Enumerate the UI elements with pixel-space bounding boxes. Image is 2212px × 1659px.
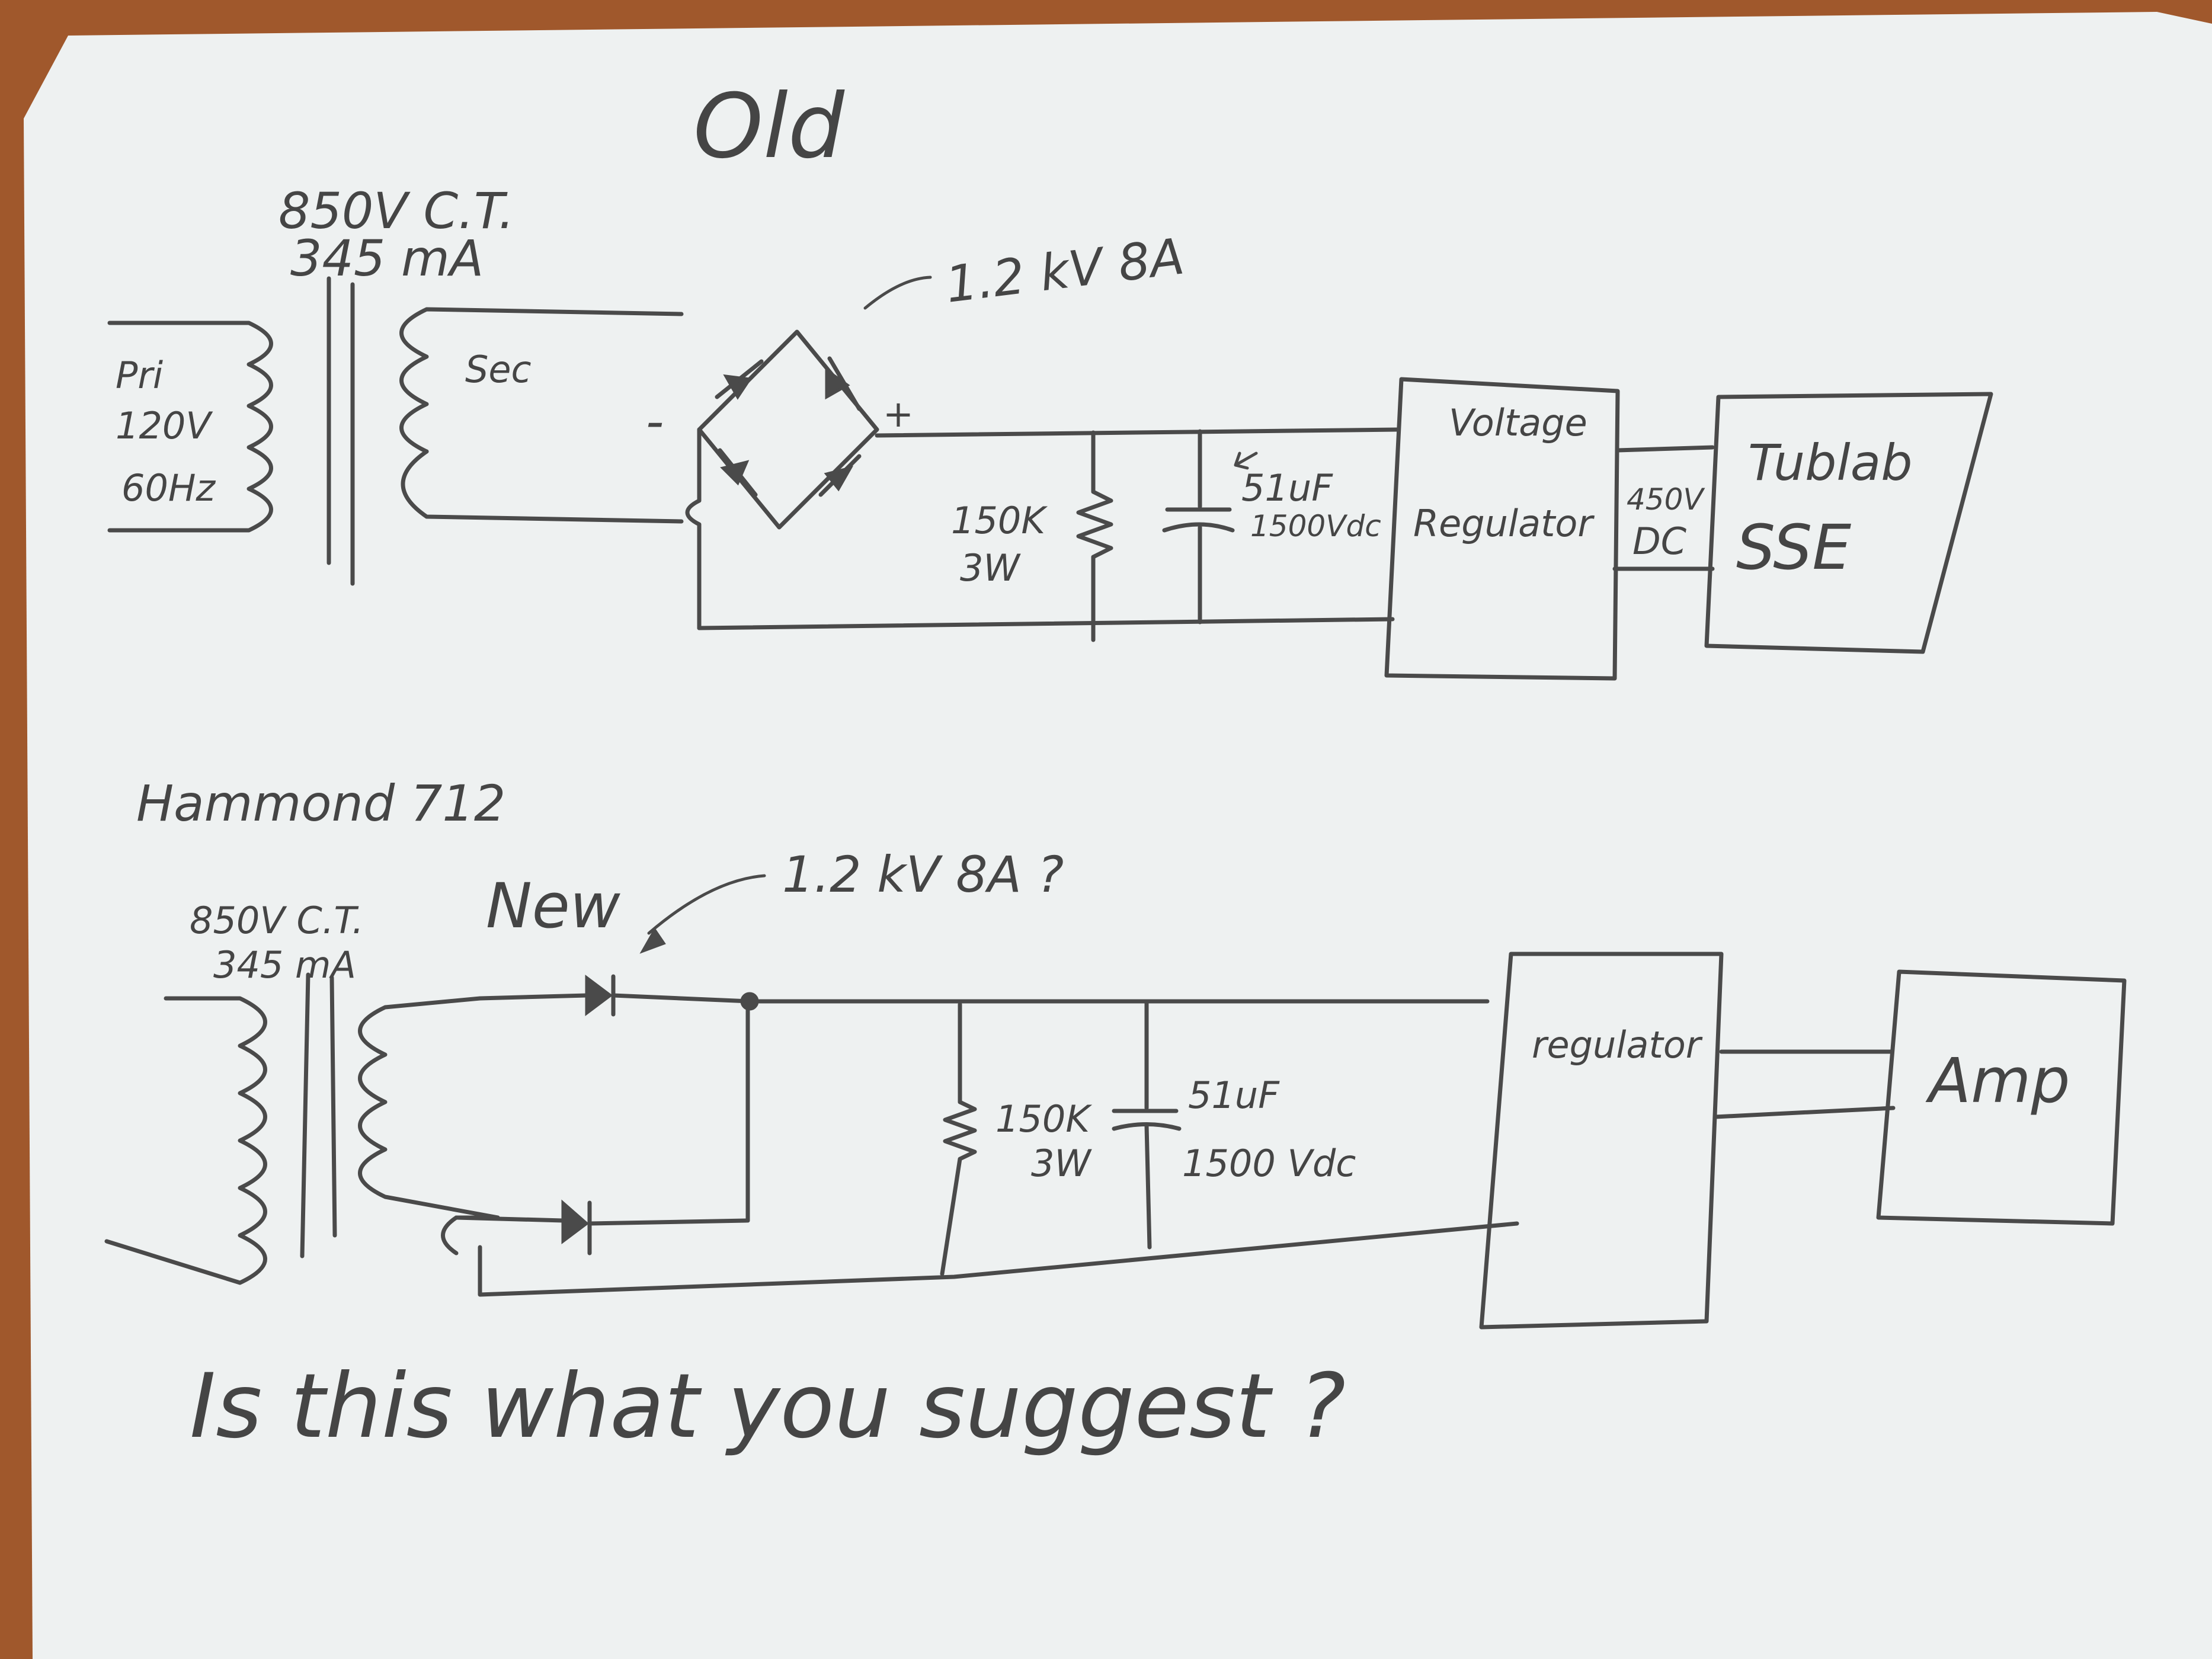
old-output-label-1: 450V — [1627, 482, 1705, 517]
new-bleeder-resistor — [940, 1002, 977, 1276]
old-transformer-core — [326, 276, 355, 586]
new-amp-box — [1876, 969, 2127, 1226]
new-transformer-rating-1: 850V C.T. — [190, 899, 364, 942]
old-transformer-rating-2: 345 mA — [290, 229, 484, 287]
new-output-lines — [1713, 1049, 1896, 1119]
new-resistor-label-1: 150K — [995, 1097, 1092, 1141]
new-title: New — [486, 870, 621, 942]
old-bridge-rectifier — [685, 276, 932, 630]
old-primary-coil — [107, 321, 273, 533]
new-resistor-label-2: 3W — [1031, 1142, 1092, 1185]
old-ground-rail — [697, 617, 1395, 630]
diode-symbol — [825, 356, 862, 411]
new-regulator-label: regulator — [1532, 1023, 1703, 1066]
old-positive-rail — [875, 427, 1401, 438]
new-secondary-coil — [358, 996, 500, 1220]
old-plus-label: + — [883, 392, 914, 435]
old-resistor-label-2: 3W — [960, 546, 1021, 590]
old-regulator-label-2: Regulator — [1413, 502, 1595, 545]
old-secondary-coil — [399, 307, 684, 524]
old-capacitor-label-2: 1500Vdc — [1250, 509, 1381, 543]
old-regulator-label-1: Voltage — [1449, 401, 1587, 444]
new-circuit — [104, 874, 2127, 1330]
diode-symbol — [718, 448, 758, 497]
old-secondary-label: Sec — [465, 348, 532, 391]
new-transformer-model: Hammond 712 — [136, 774, 505, 832]
diode-symbol — [715, 359, 764, 400]
paper-sheet — [24, 12, 2212, 1659]
diode-symbol — [818, 454, 862, 497]
new-capacitor-label-2: 1500 Vdc — [1182, 1142, 1356, 1185]
old-circuit — [107, 276, 1993, 681]
old-primary-label-2: 120V — [116, 404, 213, 447]
old-primary-label-1: Pri — [116, 354, 163, 397]
old-capacitor-label-1: 51uF — [1241, 466, 1333, 510]
old-resistor-label-1: 150K — [951, 499, 1048, 542]
new-transformer-core — [300, 972, 337, 1258]
old-load-box — [1704, 392, 1993, 654]
old-output-label-2: DC — [1632, 520, 1687, 563]
old-title: Old — [693, 75, 845, 178]
old-filter-capacitor — [1162, 429, 1258, 624]
question-text: Is this what you suggest ? — [190, 1355, 1346, 1458]
new-bottom-diode — [441, 999, 750, 1256]
old-bleeder-resistor — [1076, 430, 1113, 642]
new-capacitor-label-1: 51uF — [1188, 1074, 1280, 1117]
old-minus-label: - — [646, 392, 664, 450]
new-ground-rail — [478, 1221, 1519, 1297]
old-transformer-rating-1: 850V C.T. — [278, 182, 514, 240]
old-output-lines — [1612, 445, 1715, 571]
old-primary-label-3: 60Hz — [121, 466, 216, 510]
new-primary-coil — [104, 996, 267, 1285]
old-load-label-1: Tublab — [1748, 434, 1913, 492]
new-amp-label: Amp — [1925, 1045, 2070, 1117]
new-filter-capacitor — [1112, 999, 1182, 1250]
old-load-label-2: SSE — [1736, 511, 1851, 584]
new-transformer-rating-2: 345 mA — [213, 943, 356, 987]
new-diode-rating: 1.2 kV 8A ? — [782, 845, 1064, 904]
old-voltage-regulator — [1384, 377, 1620, 681]
new-regulator — [1479, 952, 1724, 1330]
